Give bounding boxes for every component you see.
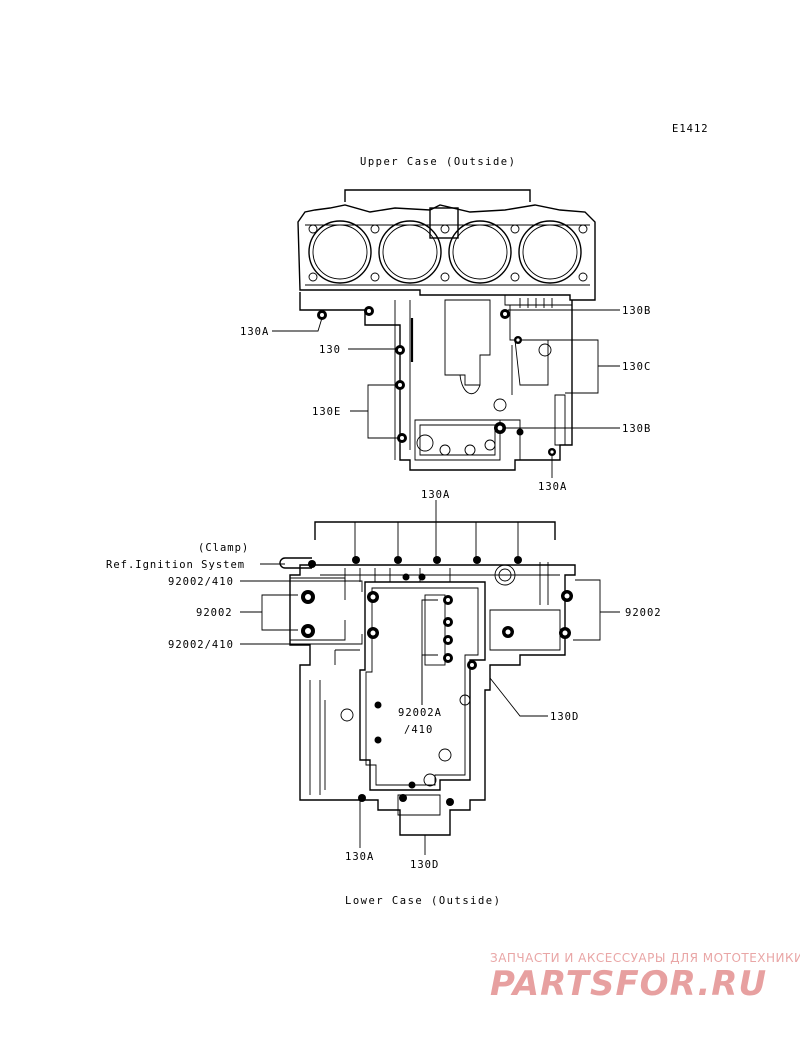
label-130e-upper: 130E bbox=[312, 406, 341, 418]
upper-case-drawing bbox=[297, 189, 596, 471]
upper-leaders bbox=[272, 309, 620, 478]
label-130a-upper-bottom: 130A bbox=[538, 481, 567, 493]
label-92002-left: 92002 bbox=[196, 607, 233, 619]
label-130a-lower-bottom: 130A bbox=[345, 851, 374, 863]
lower-case-drawing bbox=[279, 521, 576, 836]
label-130b-upper-top: 130B bbox=[622, 305, 651, 317]
label-92002-410-bottom: 92002/410 bbox=[168, 639, 234, 651]
label-clamp: (Clamp) bbox=[198, 542, 249, 554]
label-ref-ignition-system: Ref.Ignition System bbox=[106, 559, 245, 571]
label-130-upper: 130 bbox=[319, 344, 341, 356]
label-410: /410 bbox=[404, 724, 433, 736]
label-92002-410-top: 92002/410 bbox=[168, 576, 234, 588]
label-130d-lower-right: 130D bbox=[550, 711, 579, 723]
label-92002a: 92002A bbox=[398, 707, 442, 719]
label-130c-upper: 130C bbox=[622, 361, 651, 373]
label-92002-right: 92002 bbox=[625, 607, 662, 619]
label-130a-lower-top: 130A bbox=[421, 489, 450, 501]
label-130a-upper-left: 130A bbox=[240, 326, 269, 338]
lower-leaders bbox=[240, 500, 620, 855]
label-130d-lower-bottom: 130D bbox=[410, 859, 439, 871]
diagram-code: E1412 bbox=[672, 123, 709, 135]
watermark-logo: PARTSFOR.RU bbox=[490, 964, 767, 1004]
label-130b-upper-bottom: 130B bbox=[622, 423, 651, 435]
lower-case-title: Lower Case (Outside) bbox=[345, 895, 501, 907]
upper-case-title: Upper Case (Outside) bbox=[360, 156, 516, 168]
watermark-tagline: ЗАПЧАСТИ И АКСЕССУАРЫ ДЛЯ МОТОТЕХНИКИ bbox=[490, 951, 800, 965]
